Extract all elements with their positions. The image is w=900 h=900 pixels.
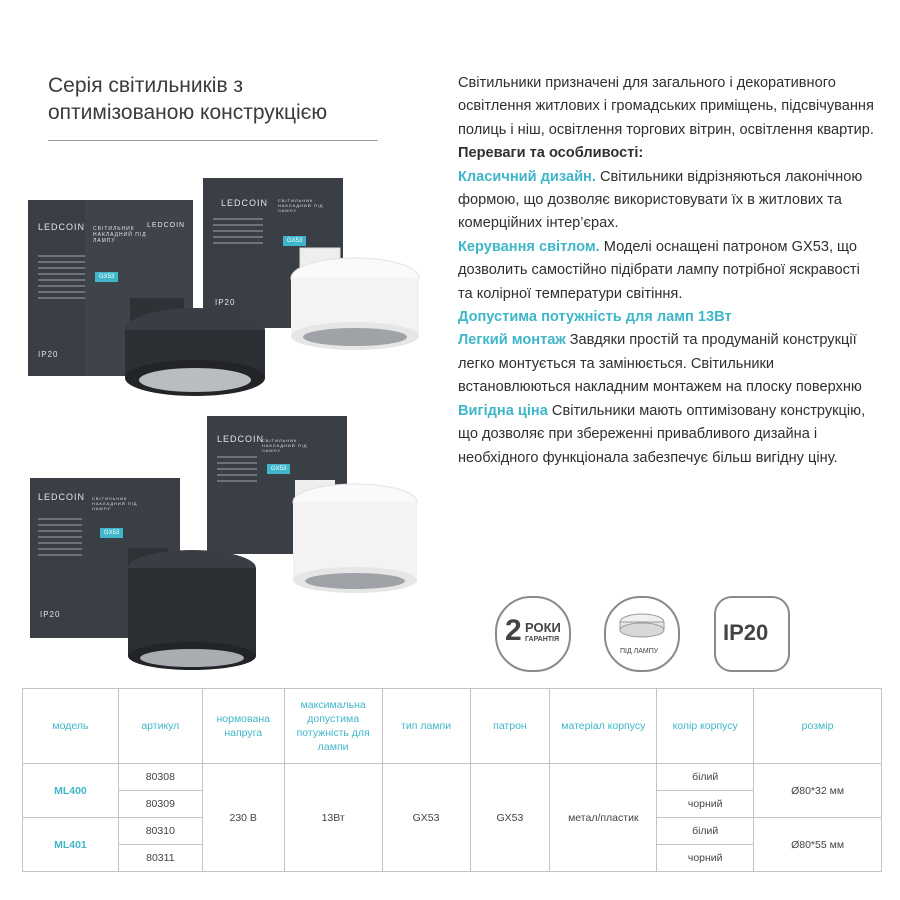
warranty-number: 2 bbox=[505, 614, 522, 647]
color-cell: білий bbox=[656, 817, 755, 845]
feature-classic: Класичний дизайн. Світильники відрізняют… bbox=[458, 166, 878, 236]
socket-tag: GX53 bbox=[267, 464, 291, 474]
lamp-badge: ПІД ЛАМПУ bbox=[604, 596, 680, 672]
socket-tag: GX53 bbox=[283, 236, 307, 246]
feature-text: Завдяки простій та продуманій конструкці… bbox=[458, 332, 862, 396]
header-size: розмір bbox=[753, 688, 882, 764]
header-lamp-type: тип лампи bbox=[381, 688, 471, 764]
table-row: 80311 чорний bbox=[23, 844, 882, 872]
header-socket: патрон bbox=[469, 688, 551, 764]
ip-label: IP20 bbox=[215, 298, 236, 307]
socket-cell: GX53 bbox=[469, 763, 551, 872]
model-cell: ML401 bbox=[22, 817, 119, 872]
black-lamp-ml400 bbox=[125, 298, 265, 396]
table-row: ML400 80308 230 В 13Вт GX53 GX53 метал/п… bbox=[22, 763, 882, 872]
brand-logo: LEDCOIN bbox=[217, 434, 265, 444]
intro-text: Світильники призначені для загального і … bbox=[458, 75, 874, 138]
feature-title: Керування світлом. bbox=[458, 238, 600, 255]
article-cell: 80311 bbox=[117, 844, 203, 872]
brand-logo: LEDCOIN bbox=[38, 222, 86, 232]
white-lamp-ml400 bbox=[290, 247, 420, 350]
table-header-row: модель артикул нормована напруга максима… bbox=[22, 688, 882, 764]
size-cell: Ø80*32 мм bbox=[753, 763, 882, 818]
warranty-sub: ГАРАНТІЯ bbox=[525, 636, 559, 643]
color-cell: чорний bbox=[656, 844, 755, 872]
brand-logo: LEDCOIN bbox=[147, 222, 186, 229]
feature-title: Допустима потужність для ламп 13Вт bbox=[458, 309, 732, 326]
box-title: СВІТИЛЬНИК НАКЛАДНИЙ ПІД ЛАМПУ bbox=[92, 496, 138, 511]
model-cell: ML400 bbox=[22, 763, 119, 818]
header-color: колір корпусу bbox=[656, 688, 755, 764]
article-cell: 80308 bbox=[117, 763, 203, 791]
title-divider bbox=[48, 140, 378, 141]
size-cell: Ø80*55 мм bbox=[753, 817, 882, 872]
ip-label: IP20 bbox=[40, 610, 61, 619]
brand-logo: LEDCOIN bbox=[221, 198, 269, 208]
features-heading: Переваги та особливості: bbox=[458, 145, 644, 162]
warranty-word: РОКИ bbox=[525, 620, 561, 635]
header-article: артикул bbox=[117, 688, 203, 764]
table-row: 80309 чорний bbox=[23, 790, 882, 818]
header-model: модель bbox=[22, 688, 119, 764]
article-cell: 80309 bbox=[117, 790, 203, 818]
ip-rating: IP20 bbox=[723, 620, 769, 645]
ip-badge: IP20 bbox=[714, 596, 790, 672]
lamp-label: ПІД ЛАМПУ bbox=[620, 648, 659, 655]
color-cell: білий bbox=[656, 763, 755, 791]
article-cell: 80310 bbox=[117, 817, 203, 845]
warranty-badge: 2 РОКИ ГАРАНТІЯ bbox=[495, 596, 571, 672]
feature-light-control: Керування світлом. Моделі оснащені патро… bbox=[458, 236, 878, 306]
header-power: максимальна допустима потужність для лам… bbox=[283, 688, 383, 764]
box-title: СВІТИЛЬНИК НАКЛАДНИЙ ПІД ЛАМПУ bbox=[262, 438, 308, 453]
feature-title: Класичний дизайн. bbox=[458, 168, 596, 185]
ip-label: IP20 bbox=[38, 350, 59, 359]
feature-text: Світильники мають оптимізовану конструкц… bbox=[458, 402, 866, 466]
socket-tag: GX53 bbox=[95, 272, 119, 282]
feature-title: Вигідна ціна bbox=[458, 402, 548, 419]
power-cell: 13Вт bbox=[283, 763, 383, 872]
spec-table: модель артикул нормована напруга максима… bbox=[22, 688, 882, 872]
feature-price: Вигідна ціна Світильники мають оптимізов… bbox=[458, 400, 878, 470]
color-cell: чорний bbox=[656, 790, 755, 818]
feature-text: Світильники відрізняються лаконічною фор… bbox=[458, 168, 863, 232]
description: Світильники призначені для загального і … bbox=[458, 72, 878, 470]
feature-text: Моделі оснащені патроном GX53, що дозвол… bbox=[458, 238, 860, 302]
feature-mounting: Легкий монтаж Завдяки простій та продума… bbox=[458, 329, 878, 399]
white-lamp-ml401 bbox=[292, 480, 418, 593]
feature-title: Легкий монтаж bbox=[458, 332, 566, 349]
black-lamp-ml401 bbox=[128, 548, 256, 670]
box-title: СВІТИЛЬНИК НАКЛАДНИЙ ПІД ЛАМПУ bbox=[93, 226, 147, 244]
header-voltage: нормована напруга bbox=[201, 688, 285, 764]
socket-tag: GX53 bbox=[100, 528, 124, 538]
page-title: Серія світильників з оптимізованою конст… bbox=[48, 74, 328, 124]
brand-logo: LEDCOIN bbox=[38, 492, 86, 502]
voltage-cell: 230 В bbox=[201, 763, 285, 872]
header-material: матеріал корпусу bbox=[549, 688, 658, 764]
material-cell: метал/пластик bbox=[549, 763, 658, 872]
gx53-lamp-icon bbox=[619, 613, 665, 638]
feature-power: Допустима потужність для ламп 13Вт bbox=[458, 306, 878, 329]
lamp-type-cell: GX53 bbox=[381, 763, 471, 872]
box-title: СВІТИЛЬНИК НАКЛАДНИЙ ПІД ЛАМПУ bbox=[278, 198, 324, 213]
